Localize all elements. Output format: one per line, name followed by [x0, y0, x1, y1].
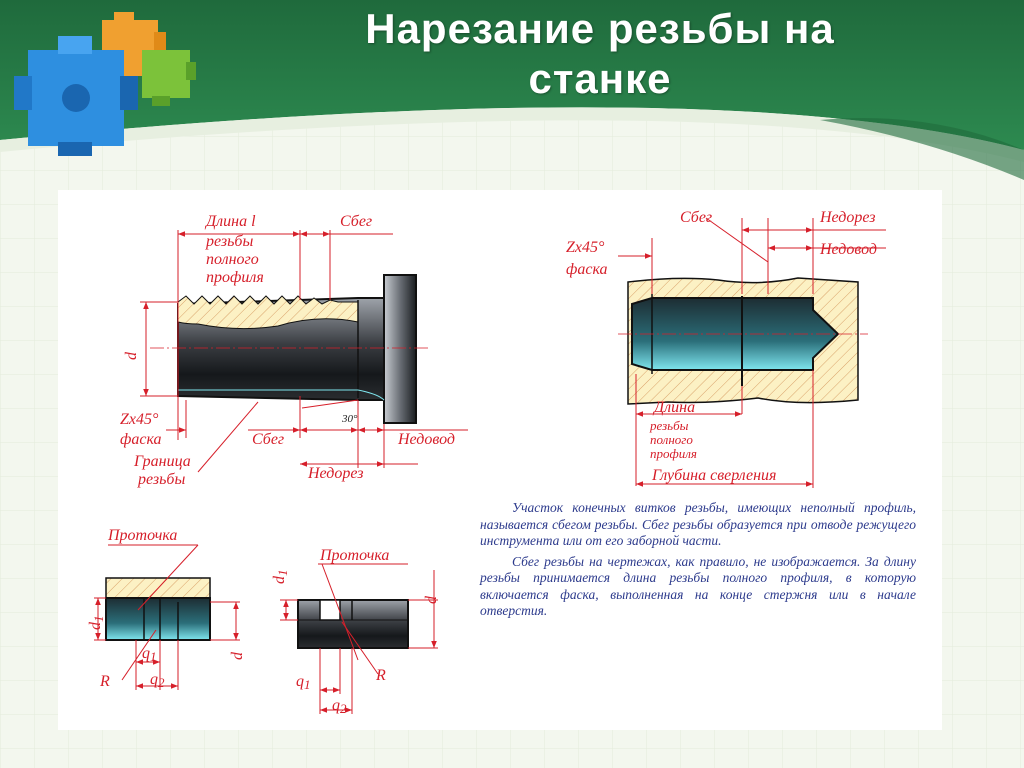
bolt-full-profile-line3: профиля: [206, 269, 264, 286]
bolt-full-profile-line2: полного: [206, 251, 259, 268]
bolt-boundary-line1: Граница: [133, 453, 191, 470]
groove-internal-q1-label: q1: [142, 645, 157, 664]
groove-internal-title: Проточка: [107, 527, 177, 544]
hole-drawing: [618, 277, 868, 405]
groove-external-r-label: R: [375, 667, 386, 684]
bolt-runout-top-label: Сбег: [340, 213, 372, 230]
groove-internal-dimensions: [94, 544, 240, 690]
hole-runout-label: Сбег: [680, 209, 712, 226]
blue-cube-icon: [14, 36, 138, 156]
hole-incomplete-label: Недовод: [819, 241, 877, 258]
groove-external-labels: Проточка d1 d q1 q2 R: [271, 547, 440, 716]
groove-external-q2-label: q2: [332, 697, 347, 716]
bolt-boundary-line2: резьбы: [137, 471, 185, 488]
hole-length-line2: резьбы: [649, 418, 689, 433]
bolt-chamfer-label: фаска: [120, 431, 162, 448]
bolt-angle-label: 30°: [341, 413, 358, 425]
groove-external-d1-label: d1: [271, 570, 290, 585]
hole-dimensions: [618, 217, 886, 488]
description-text: Участок конечных витков резьбы, имеющих …: [480, 500, 916, 620]
puzzle-cubes-logo: [14, 12, 196, 156]
groove-external-q1-label: q1: [296, 673, 311, 692]
description-paragraph-2: Сбег резьбы на чертежах, как правило, не…: [480, 553, 916, 619]
bolt-labels: Длина l резьбы полного профиля Сбег d Zx…: [120, 213, 455, 488]
groove-external-title: Проточка: [319, 547, 389, 564]
hole-drill-depth-label: Глубина сверления: [651, 467, 777, 484]
diagram-panel: Длина l резьбы полного профиля Сбег d Zx…: [58, 190, 942, 730]
groove-internal-d-label: d: [229, 651, 246, 660]
hole-chamfer-label: фаска: [566, 261, 608, 278]
groove-internal-d1-label: d1: [87, 616, 106, 631]
bolt-dimensions: [140, 230, 468, 473]
thread-drawing: Длина l резьбы полного профиля Сбег d Zx…: [87, 209, 886, 716]
bolt-drawing: [150, 274, 428, 424]
bolt-diameter-label: d: [123, 351, 140, 360]
green-cube-icon: [142, 50, 196, 106]
bolt-chamfer-value: Zx45°: [120, 411, 159, 428]
bolt-full-profile-line1: резьбы: [205, 233, 253, 250]
hole-labels: Сбег Недорез Недовод Zx45° фаска Длина р…: [566, 209, 877, 484]
groove-internal-drawing: [105, 577, 211, 641]
slide-title: Нарезание резьбы на станке: [365, 5, 835, 102]
groove-external-dimensions: [280, 563, 438, 714]
hole-chamfer-value: Zx45°: [566, 239, 605, 256]
hole-length-line4: профиля: [650, 446, 697, 461]
hole-undercut-label: Недорез: [819, 209, 875, 226]
hole-length-line3: полного: [650, 432, 693, 447]
bolt-undercut-label: Недорез: [307, 465, 363, 482]
bolt-runout-bottom-label: Сбег: [252, 431, 284, 448]
groove-internal-r-label: R: [99, 673, 110, 690]
description-paragraph-1: Участок конечных витков резьбы, имеющих …: [480, 500, 916, 548]
bolt-incomplete-label: Недовод: [397, 431, 455, 448]
groove-external-drawing: [297, 599, 409, 649]
groove-internal-q2-label: q2: [150, 671, 165, 690]
bolt-length-label: Длина l: [204, 213, 256, 230]
groove-external-d-label: d: [423, 595, 440, 604]
hole-length-line1: Длина: [652, 399, 695, 416]
groove-internal-labels: Проточка d1 d q1 q2 R: [87, 527, 246, 690]
